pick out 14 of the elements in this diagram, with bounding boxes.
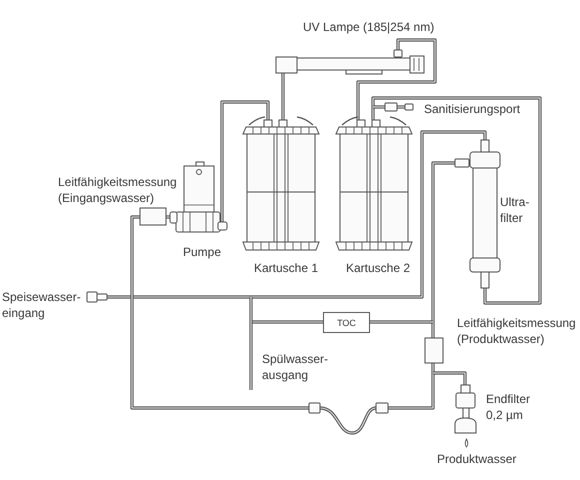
filter-label: Ultra- filter [500,194,530,226]
sensor-label: TOC [337,318,356,328]
port-label: Sanitisierungsport [424,101,520,117]
outlet-label: Spülwasser- ausgang [262,351,328,383]
sensor-label: Leitfähigkeitsmessung (Eingangswasser) [58,174,177,206]
cartridge-label: Kartusche 2 [346,260,410,276]
lamp-label: UV Lampe (185|254 nm) [303,19,434,35]
filter-label: Endfilter 0,2 µm [486,391,532,423]
pump-label: Pumpe [183,244,222,260]
inlet-label: Speisewasser- eingang [2,289,81,321]
sensor-label: Leitfähigkeitsmessung (Produktwasser) [457,315,576,347]
cartridge-label: Kartusche 1 [254,260,318,276]
outlet-label: Produktwasser [437,451,516,467]
sensor-box [323,312,370,333]
